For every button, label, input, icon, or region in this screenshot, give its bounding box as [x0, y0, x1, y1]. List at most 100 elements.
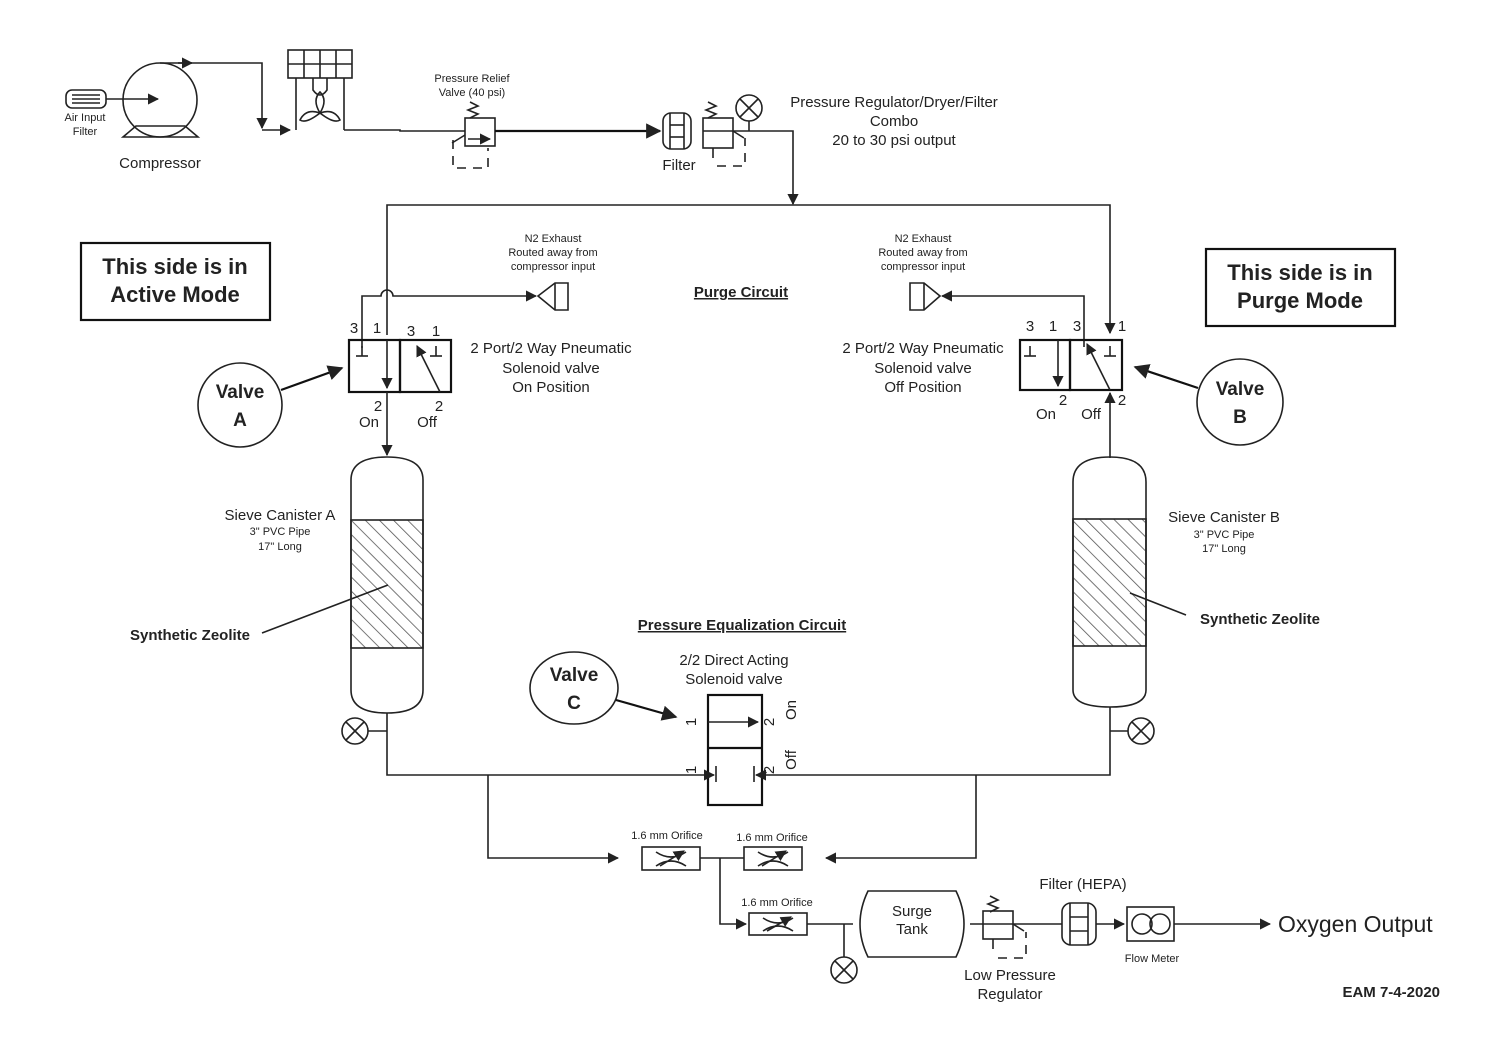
purge-mode-line-2: Purge Mode — [1237, 288, 1363, 313]
valve-c-desc-1: 2/2 Direct Acting — [679, 652, 788, 669]
canister-b-spec-1: 3" PVC Pipe — [1194, 529, 1255, 541]
orifice-3-label: 1.6 mm Orifice — [741, 897, 813, 909]
regulator-label-2: Combo — [870, 113, 918, 130]
valve-b-on-label: On — [1036, 406, 1056, 423]
valve-b-desc-2: Solenoid valve — [874, 360, 972, 377]
valve-c-callout-line-2: C — [567, 693, 581, 714]
surge-tank-line-2: Tank — [896, 921, 928, 938]
canister-a-spec-1: 3" PVC Pipe — [250, 526, 311, 538]
surge-tank-line-1: Surge — [892, 903, 932, 920]
valve-b-port-1b: 1 — [1118, 318, 1126, 335]
exhaust-b-line-1: N2 Exhaust — [895, 233, 952, 245]
compressor-label: Compressor — [119, 155, 201, 172]
relief-label-1: Pressure Relief — [434, 73, 510, 85]
muffler-icon — [536, 282, 569, 311]
filter-label: Filter — [662, 157, 695, 174]
low-pressure-regulator: Low Pressure Regulator — [964, 895, 1056, 1003]
valve-a-port-2: 2 — [374, 398, 382, 415]
relief-label-2: Valve (40 psi) — [439, 87, 505, 99]
valve-b-port-2: 2 — [1059, 392, 1067, 409]
valve-b-port-1: 1 — [1049, 318, 1057, 335]
lpr-label-2: Regulator — [977, 986, 1042, 1003]
valve-b-callout-line-2: B — [1233, 407, 1247, 428]
valve-b-desc-3: Off Position — [884, 379, 961, 396]
gauge-b — [1110, 717, 1155, 745]
valve-c-off-label: Off — [783, 749, 800, 770]
hepa-filter: Filter (HEPA) — [1039, 876, 1127, 946]
hepa-filter-label: Filter (HEPA) — [1039, 876, 1126, 893]
canister-b-media: Synthetic Zeolite — [1200, 611, 1320, 628]
orifice-1: 1.6 mm Orifice — [631, 830, 703, 871]
canister-b-spec-2: 17" Long — [1202, 543, 1246, 555]
filter-icon — [1061, 902, 1097, 946]
valve-a[interactable]: 3 1 3 1 2 2 On Off — [347, 320, 453, 431]
compressor: Compressor — [119, 62, 201, 172]
orifice-1-label: 1.6 mm Orifice — [631, 830, 703, 842]
orifice-2-label: 1.6 mm Orifice — [736, 832, 808, 844]
valve-a-desc-1: 2 Port/2 Way Pneumatic — [470, 340, 632, 357]
active-mode-line-2: Active Mode — [110, 282, 240, 307]
equalization-title: Pressure Equalization Circuit — [638, 617, 846, 634]
valve-b-off-label: Off — [1081, 406, 1102, 423]
valve-b-port-3: 3 — [1026, 318, 1034, 335]
purge-mode-line-1: This side is in — [1227, 260, 1372, 285]
fan-icon — [298, 90, 342, 122]
purge-circuit-title: Purge Circuit — [694, 284, 788, 301]
zeolite-bed — [350, 519, 424, 649]
valve-a-callout-line-1: Valve — [216, 382, 265, 403]
exhaust-a-line-1: N2 Exhaust — [525, 233, 582, 245]
exhaust-a-line-2: Routed away from — [508, 247, 597, 259]
sieve-canister-b: Sieve Canister B 3" PVC Pipe 17" Long Sy… — [1072, 456, 1320, 708]
orifice-2: 1.6 mm Orifice — [736, 832, 808, 871]
valve-a-desc-2: Solenoid valve — [502, 360, 600, 377]
valve-b-desc-1: 2 Port/2 Way Pneumatic — [842, 340, 1004, 357]
valve-c-on-port-1: 1 — [683, 718, 700, 726]
flow-meter: Flow Meter — [1125, 906, 1180, 965]
air-filter-label-2: Filter — [73, 126, 98, 138]
valve-a-port-3: 3 — [350, 320, 358, 337]
flow-meter-label: Flow Meter — [1125, 953, 1180, 965]
regulator-label-1: Pressure Regulator/Dryer/Filter — [790, 94, 998, 111]
valve-c-desc-2: Solenoid valve — [685, 671, 783, 688]
aftercooler — [287, 49, 353, 130]
valve-b-port-3b: 3 — [1073, 318, 1081, 335]
valve-a-port-1: 1 — [373, 320, 381, 337]
canister-b-name: Sieve Canister B — [1168, 509, 1280, 526]
active-mode-line-1: This side is in — [102, 254, 247, 279]
valve-a-on-label: On — [359, 414, 379, 431]
air-filter-label-1: Air Input — [65, 112, 106, 124]
purge-mode-box: This side is in Purge Mode — [1204, 247, 1397, 328]
valve-a-off-label: Off — [417, 414, 438, 431]
orifice-3: 1.6 mm Orifice — [741, 897, 813, 936]
exhaust-b-line-2: Routed away from — [878, 247, 967, 259]
valve-c[interactable]: 1 2 On 1 2 Off — [683, 693, 800, 807]
exhaust-b-line-3: compressor input — [881, 261, 965, 273]
valve-c-callout: Valve C — [529, 651, 678, 725]
pressure-gauge-icon — [830, 956, 858, 984]
inline-filter: Filter — [662, 112, 696, 174]
filter-icon — [662, 112, 692, 150]
pressure-relief-valve: Pressure Relief Valve (40 psi) — [434, 73, 511, 169]
valve-a-port-3b: 3 — [407, 323, 415, 340]
regulator-label-3: 20 to 30 psi output — [832, 132, 956, 149]
active-mode-box: This side is in Active Mode — [79, 241, 272, 322]
valve-a-port-1b: 1 — [432, 323, 440, 340]
canister-a-name: Sieve Canister A — [225, 507, 336, 524]
valve-c-on-port-2: 2 — [761, 718, 778, 726]
sieve-canister-a: Sieve Canister A 3" PVC Pipe 17" Long Sy… — [130, 456, 424, 714]
canister-a-media: Synthetic Zeolite — [130, 627, 250, 644]
pressure-regulator — [702, 94, 763, 167]
valve-a-callout: Valve A — [197, 362, 344, 448]
spring-icon — [985, 895, 1000, 913]
valve-c-on-label: On — [783, 700, 800, 720]
valve-a-callout-line-2: A — [233, 410, 247, 431]
spring-icon — [465, 101, 480, 119]
canister-a-spec-2: 17" Long — [258, 541, 302, 553]
spring-icon — [703, 101, 718, 119]
valve-a-desc-3: On Position — [512, 379, 590, 396]
gauge-a — [341, 717, 387, 745]
valve-b-port-2b: 2 — [1118, 392, 1126, 409]
valve-b[interactable]: 3 1 3 1 2 2 On Off — [1018, 318, 1126, 423]
air-input-filter: Air Input Filter — [65, 89, 107, 138]
